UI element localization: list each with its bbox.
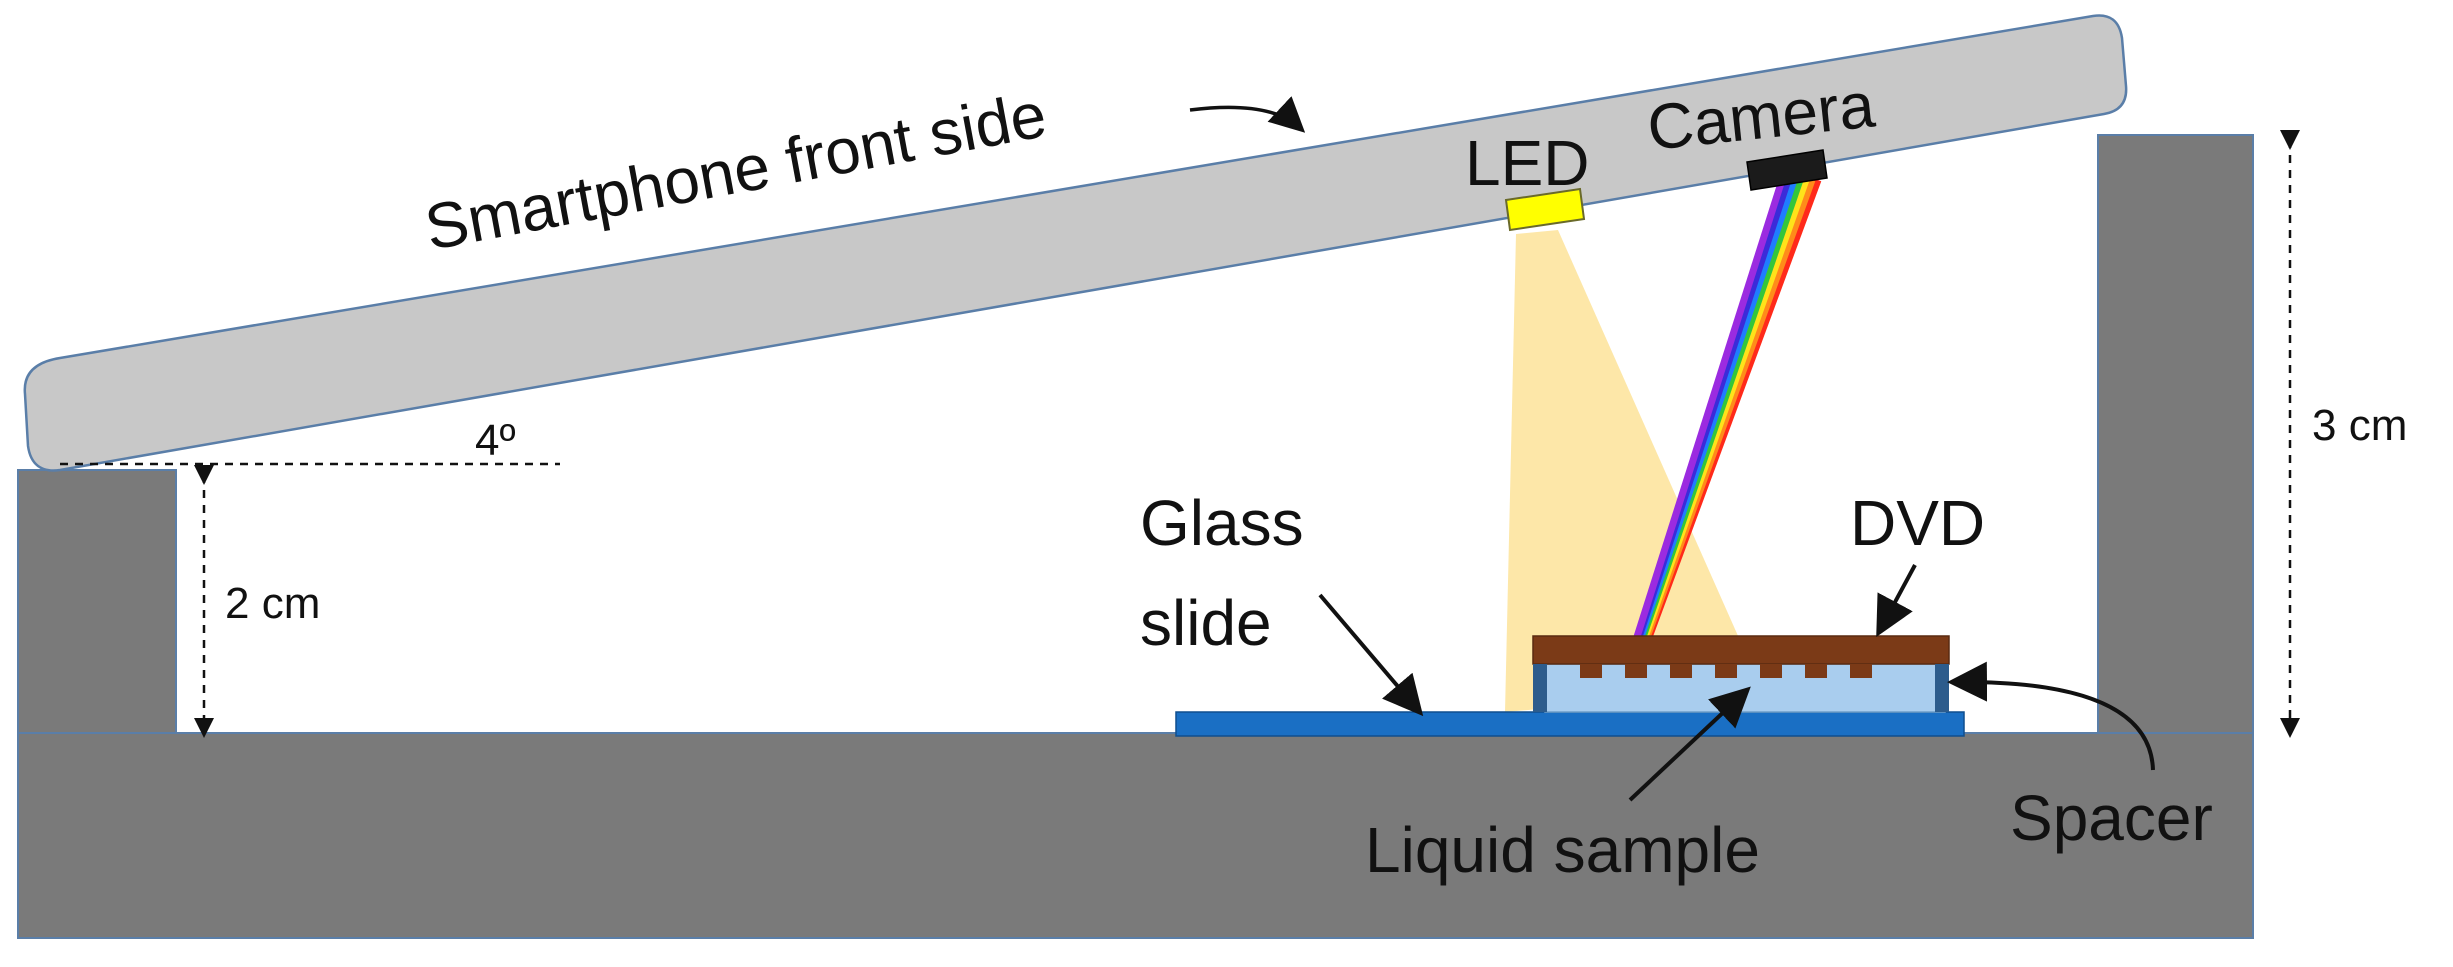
liquid-sample bbox=[1544, 663, 1946, 713]
diffraction-rainbow-beam bbox=[1632, 178, 1822, 642]
stand-left-pillar bbox=[17, 469, 177, 734]
liquid-sample-label: Liquid sample bbox=[1365, 814, 1760, 886]
spacer-right bbox=[1935, 664, 1949, 712]
led-component bbox=[1504, 187, 1586, 232]
angle-label: 4º bbox=[475, 416, 516, 465]
dvd-groove bbox=[1580, 664, 1602, 678]
smartphone-body bbox=[23, 14, 2128, 472]
stand-base bbox=[17, 732, 2254, 939]
camera-component bbox=[1746, 149, 1828, 191]
dvd-groove bbox=[1760, 664, 1782, 678]
height-2cm-label: 2 cm bbox=[225, 579, 320, 628]
dvd-groove bbox=[1805, 664, 1827, 678]
glass-slide-label-line2: slide bbox=[1140, 587, 1272, 659]
glass-slide-label-line1: Glass bbox=[1140, 487, 1304, 559]
dvd-arrow bbox=[1876, 564, 1917, 638]
height-3cm-label: 3 cm bbox=[2312, 401, 2407, 450]
dvd-label: DVD bbox=[1850, 487, 1985, 559]
spacer-arrow bbox=[1947, 661, 2155, 771]
dvd-groove bbox=[1850, 664, 1872, 678]
dvd-groove bbox=[1715, 664, 1737, 678]
led-label: LED bbox=[1465, 127, 1590, 199]
dvd-body bbox=[1532, 635, 1950, 665]
spacer-left bbox=[1533, 664, 1547, 712]
dvd-layer bbox=[1532, 635, 1950, 678]
stand-right-pillar bbox=[2097, 134, 2254, 734]
dvd-groove bbox=[1670, 664, 1692, 678]
led-light-cone bbox=[1505, 230, 1762, 712]
liquid-sample-arrow bbox=[1628, 686, 1751, 802]
spacer-label: Spacer bbox=[2010, 782, 2213, 854]
glass-slide-arrow bbox=[1318, 593, 1424, 717]
phone-label-arrow bbox=[1189, 96, 1306, 133]
rainbow-ray-violet bbox=[1632, 178, 1786, 642]
dvd-groove bbox=[1625, 664, 1647, 678]
glass-slide bbox=[1175, 711, 1965, 737]
